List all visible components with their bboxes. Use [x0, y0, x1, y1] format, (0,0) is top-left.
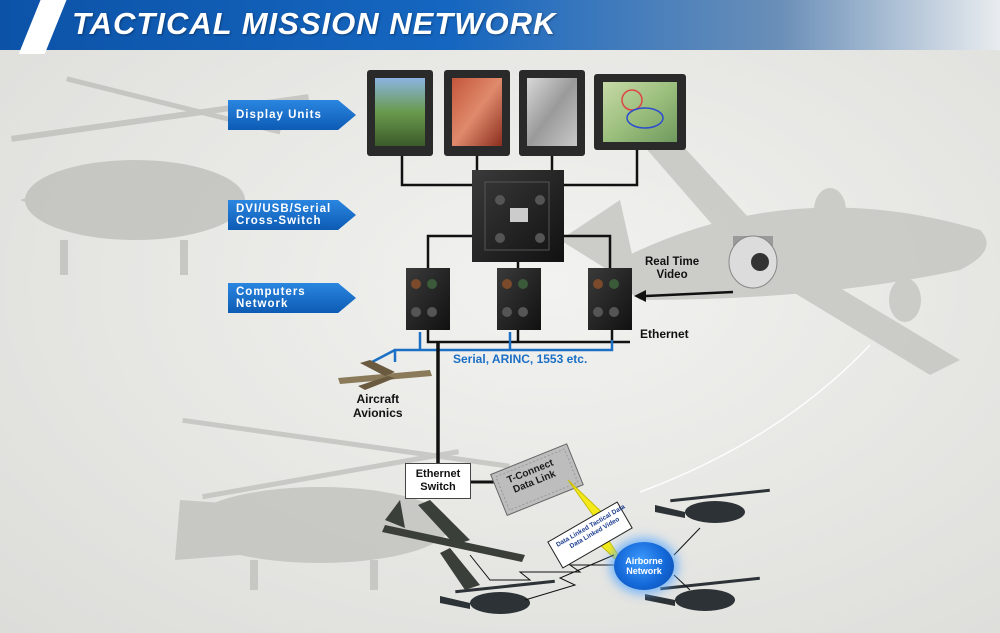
avionics-line2: Avionics [353, 406, 403, 420]
camera-turret [728, 235, 778, 289]
callout-display-units-label: Display Units [236, 109, 322, 121]
callout-computers-network: Computers Network [228, 283, 356, 313]
ethernet-label: Ethernet [640, 327, 689, 341]
callout-cross-switch-line1: DVI/USB/Serial [236, 203, 332, 215]
background-helicopter-bottom [175, 417, 510, 590]
video-arrow-line [645, 290, 734, 298]
airborne-line2: Network [626, 566, 662, 576]
refuel-hose-line [639, 344, 871, 493]
video-arrow-head [634, 290, 646, 302]
cross-switch-unit [472, 170, 564, 262]
real-time-line1: Real Time [645, 256, 700, 268]
real-time-line2: Video [656, 269, 688, 281]
computer-1 [406, 268, 450, 330]
display-unit-1 [367, 70, 433, 156]
header-bar [0, 0, 1000, 50]
callout-display-units: Display Units [228, 100, 356, 130]
switch-line2: Switch [420, 481, 456, 493]
real-time-video-label: Real Time Video [645, 256, 699, 282]
display-unit-4 [594, 74, 686, 150]
airborne-links [469, 527, 701, 601]
display-unit-2 [444, 70, 510, 156]
ethernet-bus [426, 330, 630, 344]
computer-3 [588, 268, 632, 330]
serial-label: Serial, ARINC, 1553 etc. [453, 352, 588, 366]
callout-cross-switch-line2: Cross-Switch [236, 215, 322, 227]
callout-cross-switch: DVI/USB/Serial Cross-Switch [228, 200, 356, 230]
callout-computers-line2: Network [236, 298, 289, 310]
ethernet-switch-box: Ethernet Switch [405, 463, 471, 499]
background-transport-plane [560, 110, 987, 375]
display-unit-3 [519, 70, 585, 156]
tconnect-unit [490, 443, 584, 517]
callout-computers-line1: Computers [236, 286, 306, 298]
page-title: TACTICAL MISSION NETWORK [72, 6, 557, 41]
computer-2 [497, 268, 541, 330]
serial-bus [371, 332, 614, 364]
data-link-label-box [547, 501, 633, 569]
switch-line1: Ethernet [415, 468, 461, 480]
airborne-line1: Airborne [625, 556, 663, 566]
avionics-aircraft [338, 360, 432, 390]
avionics-line1: Aircraft [356, 392, 400, 406]
airborne-network-node: Airborne Network [614, 542, 674, 590]
helicopter-right-bottom [645, 576, 760, 611]
gunship-aircraft [382, 500, 525, 590]
aircraft-avionics-label: Aircraft Avionics [353, 392, 403, 420]
helicopter-left-bottom [440, 579, 555, 614]
helicopter-right-top [655, 488, 770, 523]
